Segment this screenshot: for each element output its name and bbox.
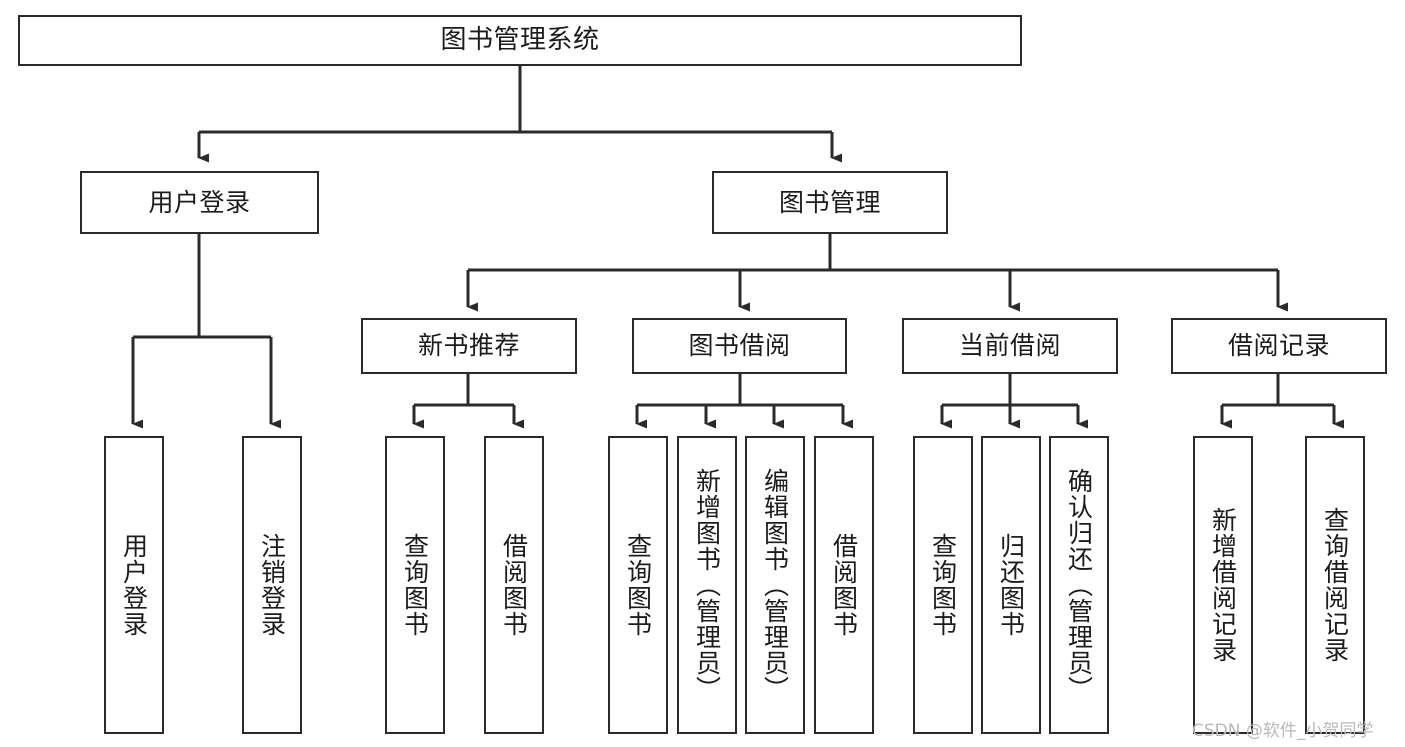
node-root-system[interactable]: 图书管理系统 <box>18 15 1022 66</box>
node-label: 确认归还（管理员） <box>1064 468 1094 702</box>
leaf-user-logout[interactable]: 注销登录 <box>242 436 302 734</box>
node-label: 新书推荐 <box>417 331 520 361</box>
node-book-borrow[interactable]: 图书借阅 <box>632 318 847 374</box>
node-label: 新增图书（管理员） <box>692 468 722 702</box>
node-label: 查询图书 <box>928 533 958 637</box>
node-label: 查询借阅记录 <box>1320 507 1350 663</box>
node-borrow-record[interactable]: 借阅记录 <box>1171 318 1387 374</box>
leaf-record-query-borrow-record[interactable]: 查询借阅记录 <box>1305 436 1365 734</box>
node-label: 查询图书 <box>400 533 430 637</box>
leaf-recommend-borrow-book[interactable]: 借阅图书 <box>484 436 544 734</box>
node-label: 归还图书 <box>996 533 1026 637</box>
node-user-login[interactable]: 用户登录 <box>80 171 319 234</box>
watermark: CSDN @软件_小贺同学 <box>1192 721 1374 741</box>
leaf-user-login[interactable]: 用户登录 <box>104 436 164 734</box>
node-label: 借阅图书 <box>499 533 529 637</box>
leaf-recommend-query-book[interactable]: 查询图书 <box>385 436 445 734</box>
leaf-current-confirm-return-admin[interactable]: 确认归还（管理员） <box>1049 436 1109 734</box>
leaf-current-return-book[interactable]: 归还图书 <box>981 436 1041 734</box>
node-label: 借阅记录 <box>1227 331 1330 361</box>
leaf-borrow-borrow-book[interactable]: 借阅图书 <box>814 436 874 734</box>
leaf-current-query-book[interactable]: 查询图书 <box>913 436 973 734</box>
node-label: 当前借阅 <box>958 331 1061 361</box>
leaf-borrow-add-book-admin[interactable]: 新增图书（管理员） <box>677 436 737 734</box>
node-current-borrow[interactable]: 当前借阅 <box>902 318 1118 374</box>
leaf-record-add-borrow-record[interactable]: 新增借阅记录 <box>1193 436 1253 734</box>
node-new-book-recommend[interactable]: 新书推荐 <box>361 318 577 374</box>
node-label: 用户登录 <box>119 533 149 637</box>
leaf-borrow-edit-book-admin[interactable]: 编辑图书（管理员） <box>745 436 805 734</box>
node-label: 图书借阅 <box>688 331 791 361</box>
node-label: 新增借阅记录 <box>1208 507 1238 663</box>
node-label: 用户登录 <box>148 187 251 217</box>
node-book-management[interactable]: 图书管理 <box>712 171 948 234</box>
node-label: 图书管理 <box>778 187 881 217</box>
node-label: 图书管理系统 <box>440 25 600 56</box>
node-label: 查询图书 <box>623 533 653 637</box>
node-label: 编辑图书（管理员） <box>760 468 790 702</box>
leaf-borrow-query-book[interactable]: 查询图书 <box>608 436 668 734</box>
node-label: 注销登录 <box>257 533 287 637</box>
node-label: 借阅图书 <box>829 533 859 637</box>
